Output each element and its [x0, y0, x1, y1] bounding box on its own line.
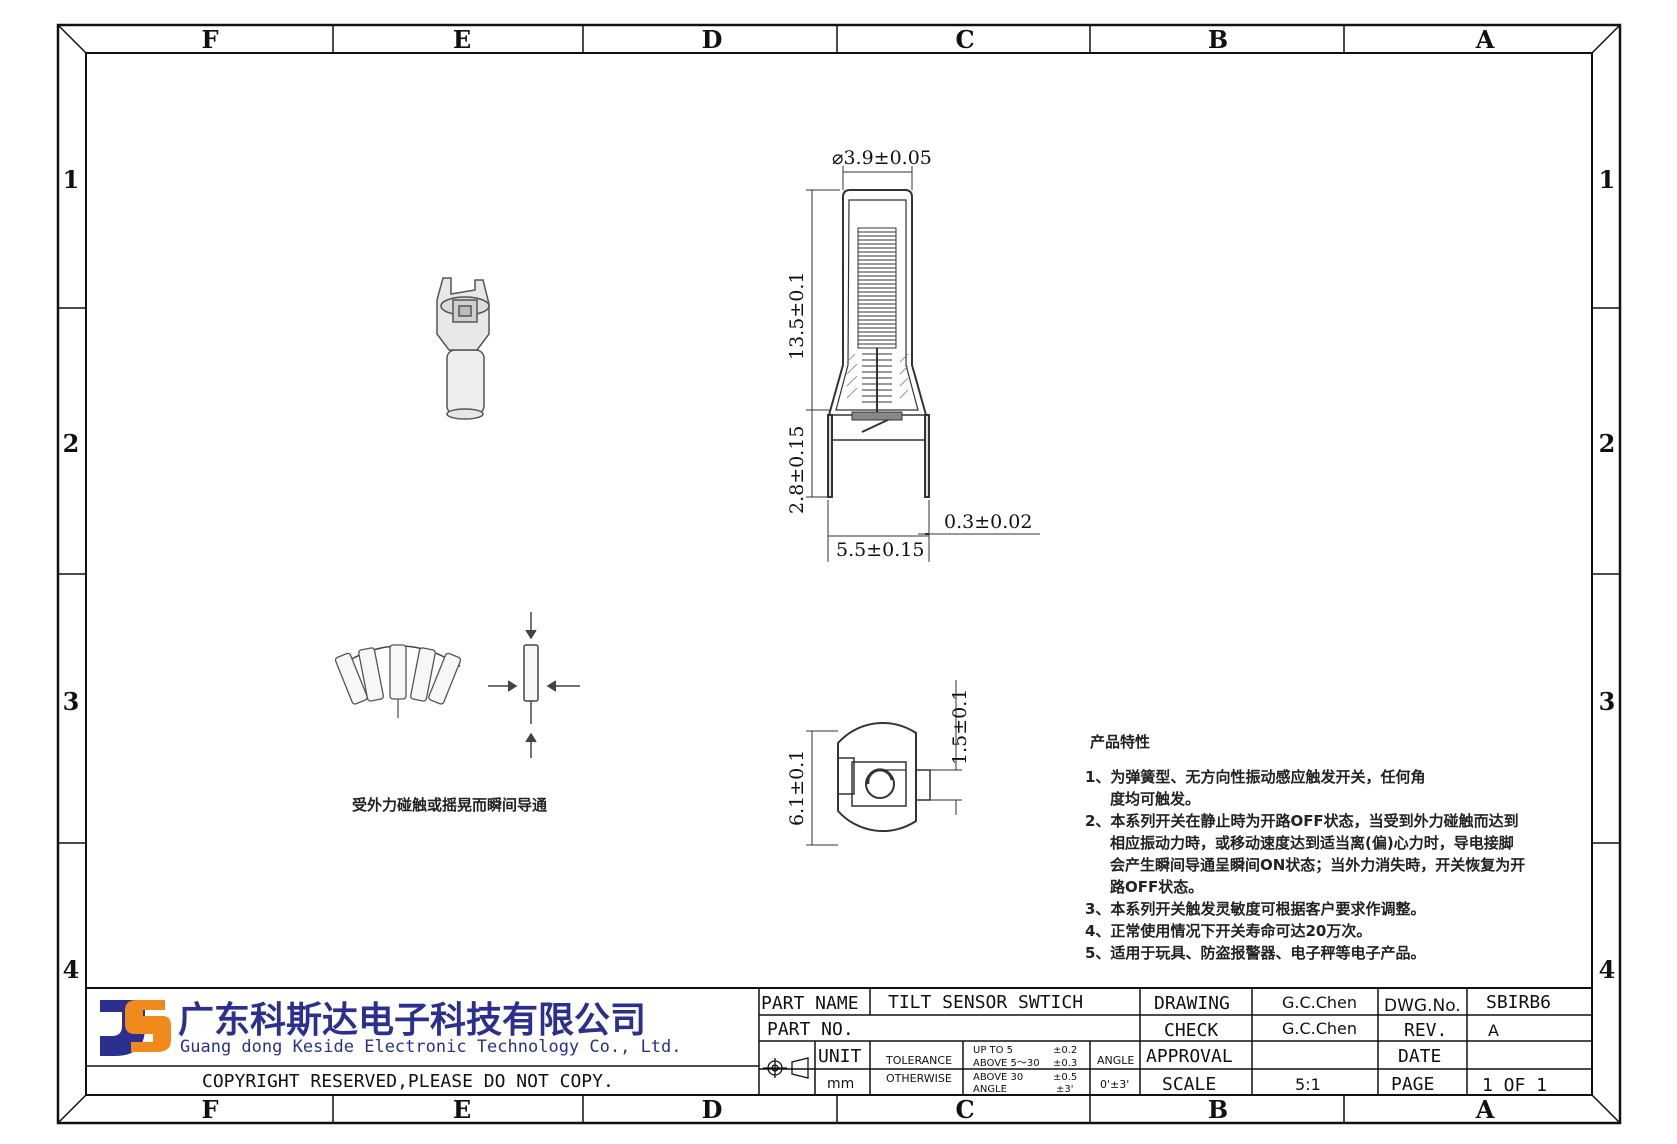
feature-line-4: 相应振动力時，或移动速度达到适当离(偏)心力时，导电接脚 [1110, 834, 1514, 852]
tol-angle: ANGLE [973, 1084, 1007, 1095]
tol-angle-value: ±3' [1056, 1084, 1074, 1095]
zone-col-d-bottom: D [702, 1095, 723, 1124]
unit-value: mm [827, 1076, 854, 1092]
dwg-no-label: DWG.No. [1384, 996, 1461, 1016]
feature-line-6: 路OFF状态。 [1110, 878, 1203, 896]
tol-above-30-value: ±0.5 [1053, 1072, 1077, 1083]
dim-bottom-height: 6.1±0.1 [786, 750, 808, 826]
sensor-bottom-view [837, 721, 931, 833]
zone-row-3-right: 3 [1599, 687, 1616, 716]
feature-line-3: 2、本系列开关在静止時为开路OFF状态，当受到外力碰触而达到 [1085, 812, 1519, 830]
sheet-frame [56, 23, 1622, 1125]
zone-row-4-left: 4 [63, 955, 80, 984]
copyright-notice: COPYRIGHT RESERVED,PLEASE DO NOT COPY. [202, 1071, 614, 1092]
scale-value: 5:1 [1295, 1075, 1321, 1094]
zone-col-b-top: B [1208, 25, 1228, 54]
feature-line-2: 度均可触发。 [1110, 790, 1200, 808]
otherwise-label: OTHERWISE [886, 1072, 952, 1085]
part-no-label: PART NO. [767, 1019, 854, 1040]
zone-col-e-bottom: E [453, 1095, 471, 1124]
zone-row-1-right: 1 [1599, 165, 1616, 194]
zone-row-3-left: 3 [63, 687, 80, 716]
features-title: 产品特性 [1090, 733, 1150, 751]
zone-row-2-left: 2 [63, 429, 80, 458]
zone-col-a-top: A [1475, 25, 1495, 54]
drawing-label: DRAWING [1154, 993, 1230, 1014]
dwg-no-value: SBIRB6 [1486, 992, 1551, 1013]
tilt-illustration [334, 644, 462, 718]
zone-labels-right: 1 2 3 4 [1599, 165, 1616, 984]
feature-line-1: 1、为弹簧型、无方向性振动感应触发开关，任何角 [1085, 768, 1425, 786]
dim-body-length: 13.5±0.1 [786, 272, 808, 360]
tilt-caption: 受外力碰触或摇晃而瞬间导通 [352, 796, 547, 814]
tol-up-to-5-value: ±0.2 [1053, 1045, 1077, 1056]
tol-above-30: ABOVE 30 [973, 1072, 1023, 1083]
product-features: 产品特性 1、为弹簧型、无方向性振动感应触发开关，任何角 度均可触发。 2、本系… [1085, 733, 1525, 962]
dim-pin-thickness: 0.3±0.02 [944, 511, 1032, 533]
page-value: 1 OF 1 [1482, 1075, 1547, 1096]
rev-label: REV. [1404, 1020, 1447, 1041]
feature-line-8: 4、正常使用情况下开关寿命可达20万次。 [1085, 922, 1371, 940]
zone-labels-left: 1 2 3 4 [63, 165, 80, 984]
angle-label: ANGLE [1097, 1054, 1134, 1067]
check-value: G.C.Chen [1282, 1019, 1357, 1038]
company-name-cn: 广东科斯达电子科技有限公司 [178, 1000, 646, 1041]
tolerance-label: TOLERANCE [885, 1054, 952, 1067]
part-name-label: PART NAME [761, 993, 859, 1014]
zone-col-f-top: F [201, 25, 218, 54]
feature-line-9: 5、适用于玩具、防盗报警器、电子秤等电子产品。 [1085, 944, 1425, 962]
angle-value: 0'±3' [1100, 1078, 1129, 1091]
tol-up-to-5: UP TO 5 [973, 1045, 1013, 1056]
approval-label: APPROVAL [1146, 1046, 1233, 1067]
feature-line-5: 会产生瞬间导通呈瞬间ON状态；当外力消失時，开关恢复为开 [1110, 856, 1525, 874]
pressure-illustration [488, 612, 580, 758]
company-name-en: Guang dong Keside Electronic Technology … [180, 1037, 682, 1057]
unit-label: UNIT [818, 1046, 862, 1067]
zone-col-c-bottom: C [955, 1095, 974, 1124]
sensor-3d-view [436, 277, 490, 420]
dim-bottom-offset: 1.5±0.1 [949, 689, 971, 765]
zone-col-e-top: E [453, 25, 471, 54]
zone-row-1-left: 1 [63, 165, 80, 194]
zone-col-c-top: C [955, 25, 974, 54]
zone-labels-bottom: F E D C B A [201, 1095, 1494, 1124]
part-name-value: TILT SENSOR SWTICH [888, 992, 1083, 1013]
zone-col-d-top: D [702, 25, 723, 54]
zone-col-a-bottom: A [1475, 1095, 1495, 1124]
dim-diameter: ⌀3.9±0.05 [832, 147, 932, 169]
tol-5-30: ABOVE 5～30 [973, 1058, 1040, 1069]
check-label: CHECK [1164, 1020, 1218, 1041]
zone-labels-top: F E D C B A [201, 25, 1494, 54]
drawing-value: G.C.Chen [1282, 993, 1357, 1012]
sensor-section-view [827, 189, 930, 498]
bottom-dimension-lines [806, 680, 962, 846]
zone-row-2-right: 2 [1599, 429, 1616, 458]
date-label: DATE [1398, 1046, 1441, 1067]
company-logo [100, 1000, 171, 1056]
dim-pin-spacing: 5.5±0.15 [836, 539, 924, 561]
dim-pin-length: 2.8±0.15 [786, 426, 808, 514]
scale-label: SCALE [1162, 1074, 1216, 1095]
feature-line-7: 3、本系列开关触发灵敏度可根据客户要求作调整。 [1085, 900, 1425, 918]
zone-col-b-bottom: B [1208, 1095, 1228, 1124]
projection-symbol-icon [763, 1057, 809, 1079]
tol-5-30-value: ±0.3 [1053, 1058, 1077, 1069]
section-dimension-lines [806, 166, 1040, 562]
rev-value: A [1488, 1021, 1499, 1040]
title-block-grid [86, 987, 1592, 1095]
zone-row-4-right: 4 [1599, 955, 1616, 984]
zone-col-f-bottom: F [201, 1095, 218, 1124]
page-label: PAGE [1391, 1074, 1434, 1095]
